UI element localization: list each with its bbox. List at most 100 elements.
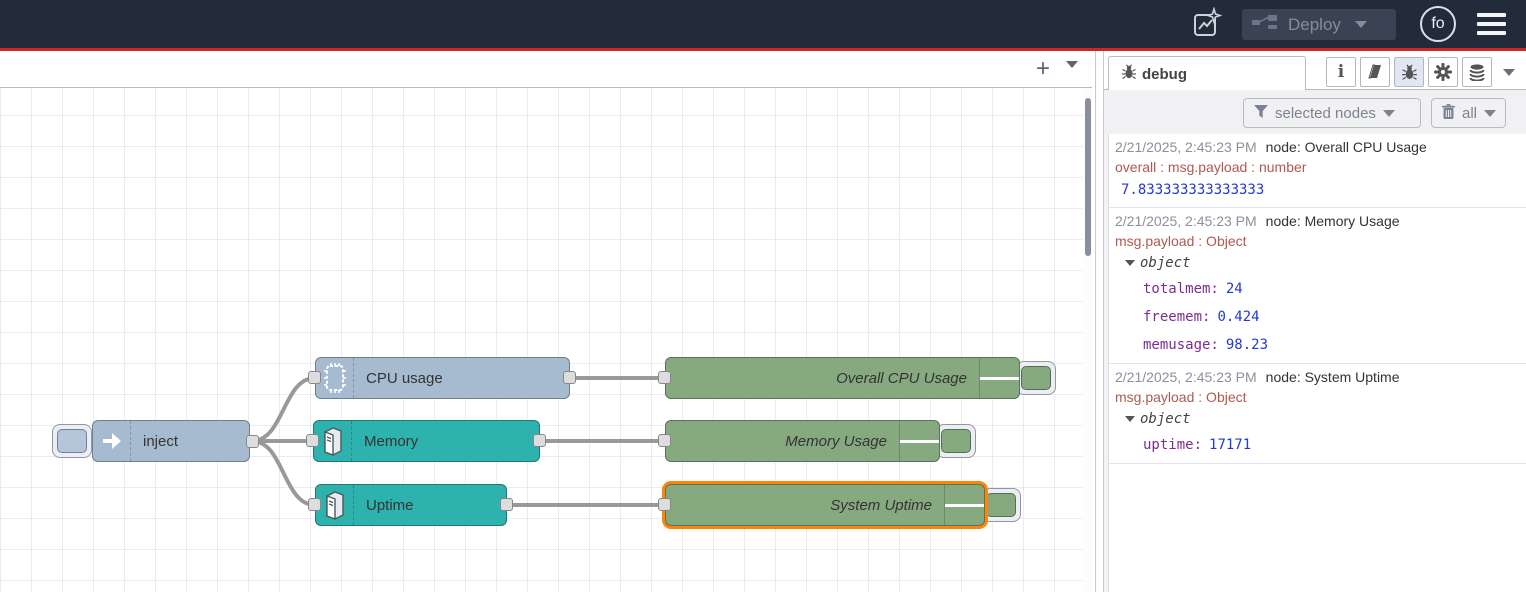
node-label: inject	[143, 432, 179, 450]
entry-key: uptime:	[1143, 437, 1203, 453]
inject-arrow-icon	[93, 421, 131, 461]
info-icon[interactable]: i	[1326, 57, 1356, 87]
entry-value: 24	[1225, 281, 1243, 297]
node-label: Memory Usage	[785, 432, 887, 450]
hamburger-menu-icon[interactable]	[1477, 13, 1506, 35]
port-output-memory[interactable]	[533, 434, 546, 447]
gear-icon[interactable]	[1428, 57, 1458, 87]
entry-value: 98.23	[1225, 337, 1269, 353]
object-entry: uptime: 17171	[1115, 431, 1520, 459]
message-number-value: 7.833333333333333	[1121, 182, 1265, 198]
canvas-vertical-scrollbar[interactable]	[1083, 88, 1093, 592]
node-cpu-usage[interactable]: CPU usage	[315, 357, 570, 399]
debug-tab-label: debug	[1142, 65, 1187, 83]
filter-label: selected nodes	[1275, 104, 1376, 122]
object-entry: memusage: 98.23	[1115, 331, 1520, 359]
node-inject[interactable]: inject	[92, 420, 250, 462]
entry-key: freemem:	[1143, 309, 1211, 325]
message-timestamp: 2/21/2025, 2:45:23 PM	[1115, 139, 1257, 155]
message-property-path: msg.payload : Object	[1115, 389, 1247, 405]
node-debug-overall-cpu[interactable]: Overall CPU Usage	[665, 357, 1020, 399]
deploy-button[interactable]: Deploy	[1242, 9, 1396, 40]
deploy-caret-icon[interactable]	[1354, 21, 1367, 28]
object-expand-toggle[interactable]: object	[1115, 251, 1520, 275]
message-source-node: node: System Uptime	[1265, 369, 1400, 385]
stack-icon[interactable]	[1462, 57, 1492, 87]
add-flow-button[interactable]: +	[1035, 55, 1050, 82]
debug-message-list: 2/21/2025, 2:45:23 PM node: Overall CPU U…	[1108, 134, 1526, 592]
node-label: Memory	[364, 432, 419, 450]
book-icon[interactable]	[1360, 57, 1390, 87]
sidebar-caret-icon[interactable]	[1503, 69, 1515, 76]
object-label: object	[1140, 411, 1191, 427]
tab-debug[interactable]: debug	[1108, 56, 1306, 91]
wire[interactable]	[250, 439, 317, 507]
entry-key: totalmem:	[1143, 281, 1219, 297]
node-uptime[interactable]: Uptime	[315, 484, 507, 526]
port-output-uptime[interactable]	[500, 498, 513, 511]
header-accent-line	[0, 48, 1526, 51]
debug-lines-icon	[979, 358, 1019, 398]
deploy-label: Deploy	[1288, 14, 1341, 34]
deploy-icon	[1252, 14, 1278, 35]
node-label: CPU usage	[366, 369, 443, 387]
scrollbar-thumb[interactable]	[1085, 98, 1091, 256]
object-entry: totalmem: 24	[1115, 275, 1520, 303]
object-label: object	[1140, 255, 1191, 271]
node-debug-system-uptime[interactable]: System Uptime	[665, 484, 985, 526]
node-memory[interactable]: Memory	[313, 420, 540, 462]
flow-canvas[interactable]: inject CPU usage	[0, 88, 1092, 592]
user-avatar[interactable]: fo	[1420, 6, 1456, 42]
bug-icon	[1121, 63, 1137, 85]
workspace-tab-bar: +	[0, 51, 1092, 88]
wire[interactable]	[250, 376, 317, 443]
message-source-node: node: Memory Usage	[1265, 213, 1400, 229]
chevron-down-icon	[1125, 416, 1135, 422]
debug-lines-icon	[899, 421, 939, 461]
debug-filter-row: selected nodes all	[1104, 90, 1526, 134]
ai-flow-icon[interactable]	[1188, 6, 1224, 42]
debug-message: 2/21/2025, 2:45:23 PM node: System Uptime…	[1109, 364, 1526, 464]
port-input-memory[interactable]	[306, 434, 319, 447]
message-property-path: msg.payload : Object	[1115, 233, 1247, 249]
entry-key: memusage:	[1143, 337, 1219, 353]
inject-trigger-button[interactable]	[52, 424, 92, 458]
message-source-node: node: Overall CPU Usage	[1265, 139, 1427, 155]
port-output-cpu[interactable]	[563, 371, 576, 384]
flow-list-caret-icon[interactable]	[1066, 61, 1078, 68]
server-icon	[314, 421, 352, 461]
port-input-memusage[interactable]	[658, 434, 671, 447]
node-label: Overall CPU Usage	[836, 369, 967, 387]
filter-selected-nodes-button[interactable]: selected nodes	[1243, 98, 1421, 128]
funnel-icon	[1254, 104, 1268, 122]
debug-toggle-button[interactable]	[936, 424, 976, 458]
wire-layer	[250, 376, 667, 507]
clear-caret-icon	[1484, 109, 1497, 117]
bug-icon[interactable]	[1394, 57, 1424, 87]
port-input-overall[interactable]	[658, 371, 671, 384]
clear-label: all	[1462, 104, 1478, 122]
debug-lines-icon	[944, 485, 984, 525]
server-icon	[316, 485, 354, 525]
chip-icon	[316, 358, 354, 398]
debug-toggle-button[interactable]	[981, 488, 1021, 522]
node-debug-memory-usage[interactable]: Memory Usage	[665, 420, 940, 462]
port-output-inject[interactable]	[246, 435, 259, 448]
sidebar-tab-bar: debug i	[1104, 51, 1526, 91]
port-input-cpu[interactable]	[308, 371, 321, 384]
filter-caret-icon	[1382, 109, 1395, 117]
sidebar: debug i	[1104, 51, 1526, 592]
port-input-sysuptime[interactable]	[658, 498, 671, 511]
message-timestamp: 2/21/2025, 2:45:23 PM	[1115, 369, 1257, 385]
entry-value: 0.424	[1217, 309, 1260, 325]
entry-value: 17171	[1209, 437, 1252, 453]
sidebar-splitter[interactable]	[1095, 51, 1104, 592]
message-timestamp: 2/21/2025, 2:45:23 PM	[1115, 213, 1257, 229]
port-input-uptime[interactable]	[308, 498, 321, 511]
clear-all-button[interactable]: all	[1431, 98, 1506, 128]
debug-toggle-button[interactable]	[1016, 361, 1056, 395]
object-expand-toggle[interactable]: object	[1115, 407, 1520, 431]
object-entry: freemem: 0.424	[1115, 303, 1520, 331]
